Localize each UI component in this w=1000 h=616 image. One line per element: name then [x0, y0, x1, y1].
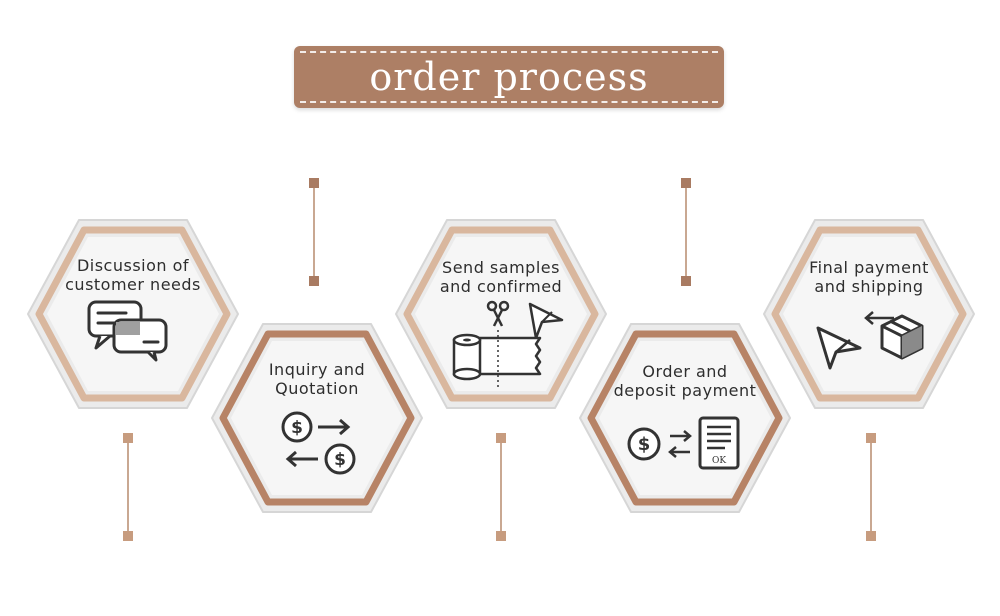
- step-1-hexagon: Discussion of customer needs: [24, 216, 242, 412]
- banner-stitching: [300, 51, 718, 103]
- currency-exchange-icon: $ $: [281, 411, 356, 475]
- step-2-label: Inquiry and Quotation: [268, 360, 366, 398]
- payment-receipt-icon: $ OK: [627, 416, 740, 470]
- svg-text:$: $: [291, 418, 303, 438]
- title-banner: order process: [294, 46, 724, 108]
- step-4-label: Order and deposit payment: [613, 362, 757, 400]
- step-5-label: Final payment and shipping: [809, 258, 929, 296]
- step-3-label: Send samples and confirmed: [439, 258, 563, 296]
- svg-text:$: $: [638, 434, 651, 455]
- connector-bottom-1: [123, 433, 133, 541]
- hexagon-frame: [211, 323, 423, 513]
- connector-top-1: [309, 178, 319, 286]
- step-4-hexagon: Order and deposit payment $ OK: [576, 320, 794, 516]
- svg-text:$: $: [334, 450, 346, 470]
- chat-bubbles-icon: [87, 300, 168, 362]
- step-5-hexagon: Final payment and shipping: [760, 216, 978, 412]
- step-3-hexagon: Send samples and confirmed: [392, 216, 610, 412]
- step-1-label: Discussion of customer needs: [65, 256, 201, 294]
- paper-plane-box-icon: [816, 311, 924, 370]
- connector-bottom-3: [866, 433, 876, 541]
- connector-bottom-2: [496, 433, 506, 541]
- receipt-ok-text: OK: [712, 456, 726, 466]
- page-title: order process: [369, 55, 649, 99]
- fabric-roll-scissors-icon: [452, 300, 564, 390]
- step-2-hexagon: Inquiry and Quotation $ $: [208, 320, 426, 516]
- connector-top-2: [681, 178, 691, 286]
